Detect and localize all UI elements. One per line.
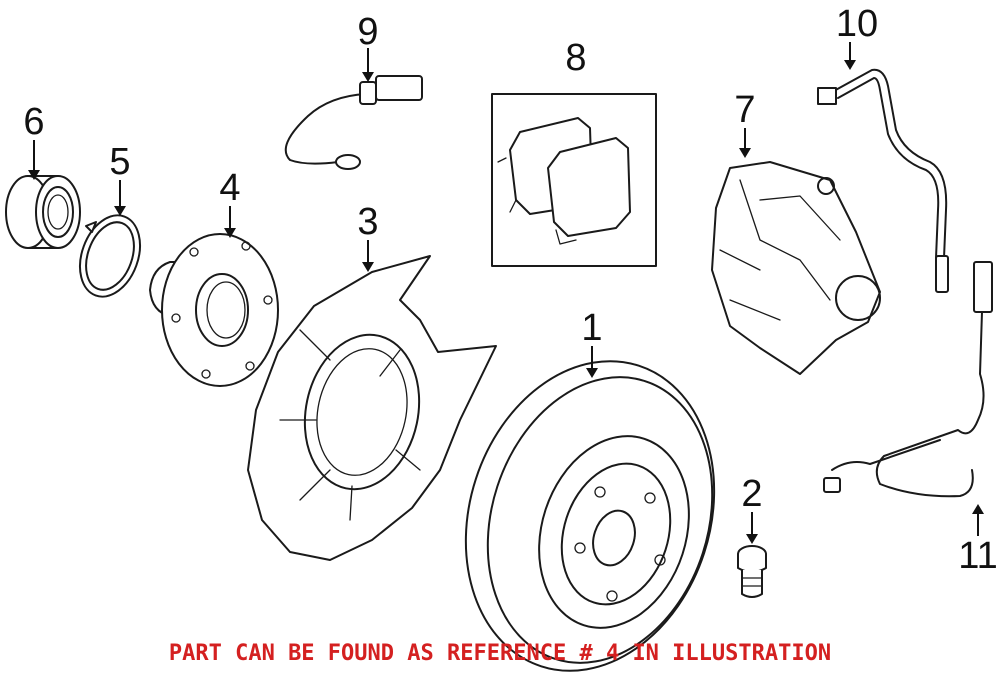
callout-label-8: 8	[565, 37, 586, 79]
part-3-dust-shield	[247, 255, 497, 561]
part-1-brake-rotor	[464, 360, 716, 672]
callout-arrows	[28, 42, 984, 544]
callout-label-11: 11	[958, 535, 997, 577]
part-8-brake-pads	[491, 93, 657, 267]
callout-label-6: 6	[23, 101, 44, 143]
callout-label-4: 4	[219, 167, 240, 209]
callout-label-9: 9	[357, 11, 378, 53]
callout-label-10: 10	[836, 3, 878, 45]
callout-label-2: 2	[741, 473, 762, 515]
part-4-wheel-hub	[149, 233, 279, 387]
part-6-wheel-bearing	[5, 175, 81, 249]
part-10-brake-hose	[817, 68, 949, 293]
reference-note: PART CAN BE FOUND AS REFERENCE # 4 IN IL…	[168, 641, 832, 666]
callout-label-1: 1	[581, 307, 602, 349]
part-11-speed-sensor	[823, 261, 993, 498]
callout-label-7: 7	[734, 89, 755, 131]
callout-label-3: 3	[357, 201, 378, 243]
callout-label-5: 5	[109, 141, 130, 183]
part-9-wear-sensor	[284, 75, 423, 170]
part-7-brake-caliper	[711, 161, 881, 375]
part-5-snap-ring	[79, 214, 141, 298]
part-2-bolt	[737, 545, 767, 598]
